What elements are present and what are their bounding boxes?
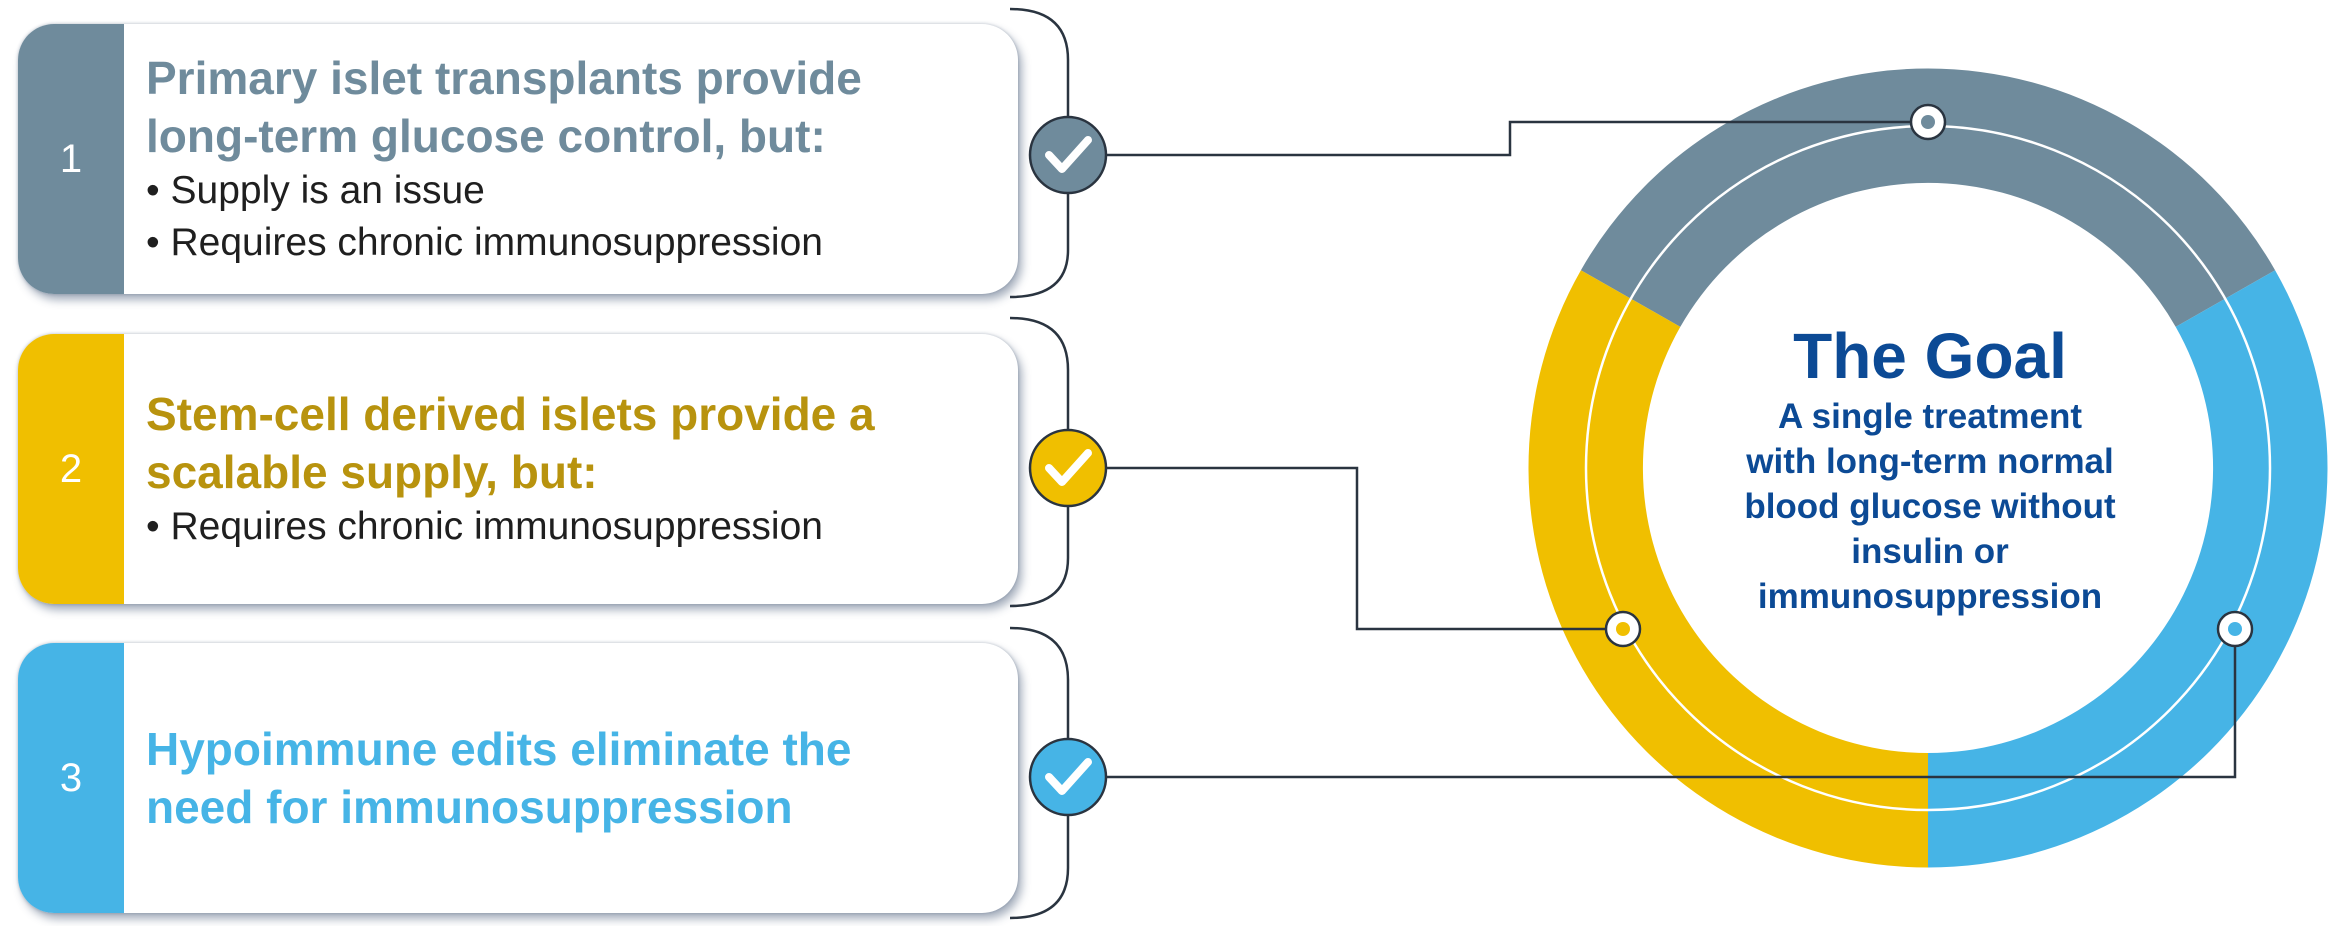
goal-subtitle-line: A single treatment	[1777, 397, 2083, 436]
connector-1	[1102, 120, 1928, 157]
card-number-tab: 3	[18, 643, 124, 913]
ring-segment-gray	[1580, 68, 2276, 327]
card-body: Hypoimmune edits eliminate the need for …	[146, 643, 998, 913]
goal-subtitle-line: immunosuppression	[1757, 577, 2103, 616]
check-icon	[1028, 737, 1108, 817]
card-number: 3	[59, 755, 83, 800]
check-icon	[1028, 428, 1108, 508]
card-bullet: Supply is an issue	[146, 165, 998, 217]
card-title-line: long-term glucose control, but:	[146, 110, 826, 162]
ring-segment-gold	[1528, 270, 1928, 868]
card-number: 1	[59, 136, 83, 181]
card-bullet: Requires chronic immunosuppression	[146, 501, 998, 553]
card-number-tab: 2	[18, 334, 124, 604]
card-body: Stem-cell derived islets provide a scala…	[146, 334, 998, 604]
card-bullet: Requires chronic immunosuppression	[146, 217, 998, 269]
goal-panel: The Goal A single treatment with long-te…	[1640, 318, 2220, 619]
card-title: Hypoimmune edits eliminate the need for …	[146, 720, 998, 836]
connector-2	[1102, 466, 1623, 631]
card-title-line: Hypoimmune edits eliminate the	[146, 723, 852, 775]
card-title: Primary islet transplants provide long-t…	[146, 49, 998, 165]
card-title-line: need for immunosuppression	[146, 781, 793, 833]
card-body: Primary islet transplants provide long-t…	[146, 24, 998, 294]
check-icon	[1028, 115, 1108, 195]
goal-subtitle-line: blood glucose without	[1744, 487, 2116, 526]
card-number: 2	[59, 446, 83, 491]
goal-title: The Goal	[1793, 320, 2067, 392]
goal-subtitle-line: with long-term normal	[1746, 442, 2114, 481]
ring-node-1	[1909, 103, 1947, 141]
ring-segment-blue	[1928, 270, 2328, 868]
card-hypoimmune-edits: 3 Hypoimmune edits eliminate the need fo…	[18, 643, 1018, 913]
card-title-line: Primary islet transplants provide	[146, 52, 862, 104]
connector-3	[1102, 629, 2237, 779]
card-title: Stem-cell derived islets provide a scala…	[146, 385, 998, 501]
card-primary-islet-transplants: 1 Primary islet transplants provide long…	[18, 24, 1018, 294]
card-title-line: Stem-cell derived islets provide a	[146, 388, 875, 440]
card-number-tab: 1	[18, 24, 124, 294]
goal-ring	[1528, 68, 2328, 868]
card-stem-cell-islets: 2 Stem-cell derived islets provide a sca…	[18, 334, 1018, 604]
card-title-line: scalable supply, but:	[146, 446, 598, 498]
ring-node-3	[2216, 610, 2254, 648]
goal-subtitle-line: insulin or	[1851, 532, 2009, 571]
ring-node-2	[1604, 610, 1642, 648]
